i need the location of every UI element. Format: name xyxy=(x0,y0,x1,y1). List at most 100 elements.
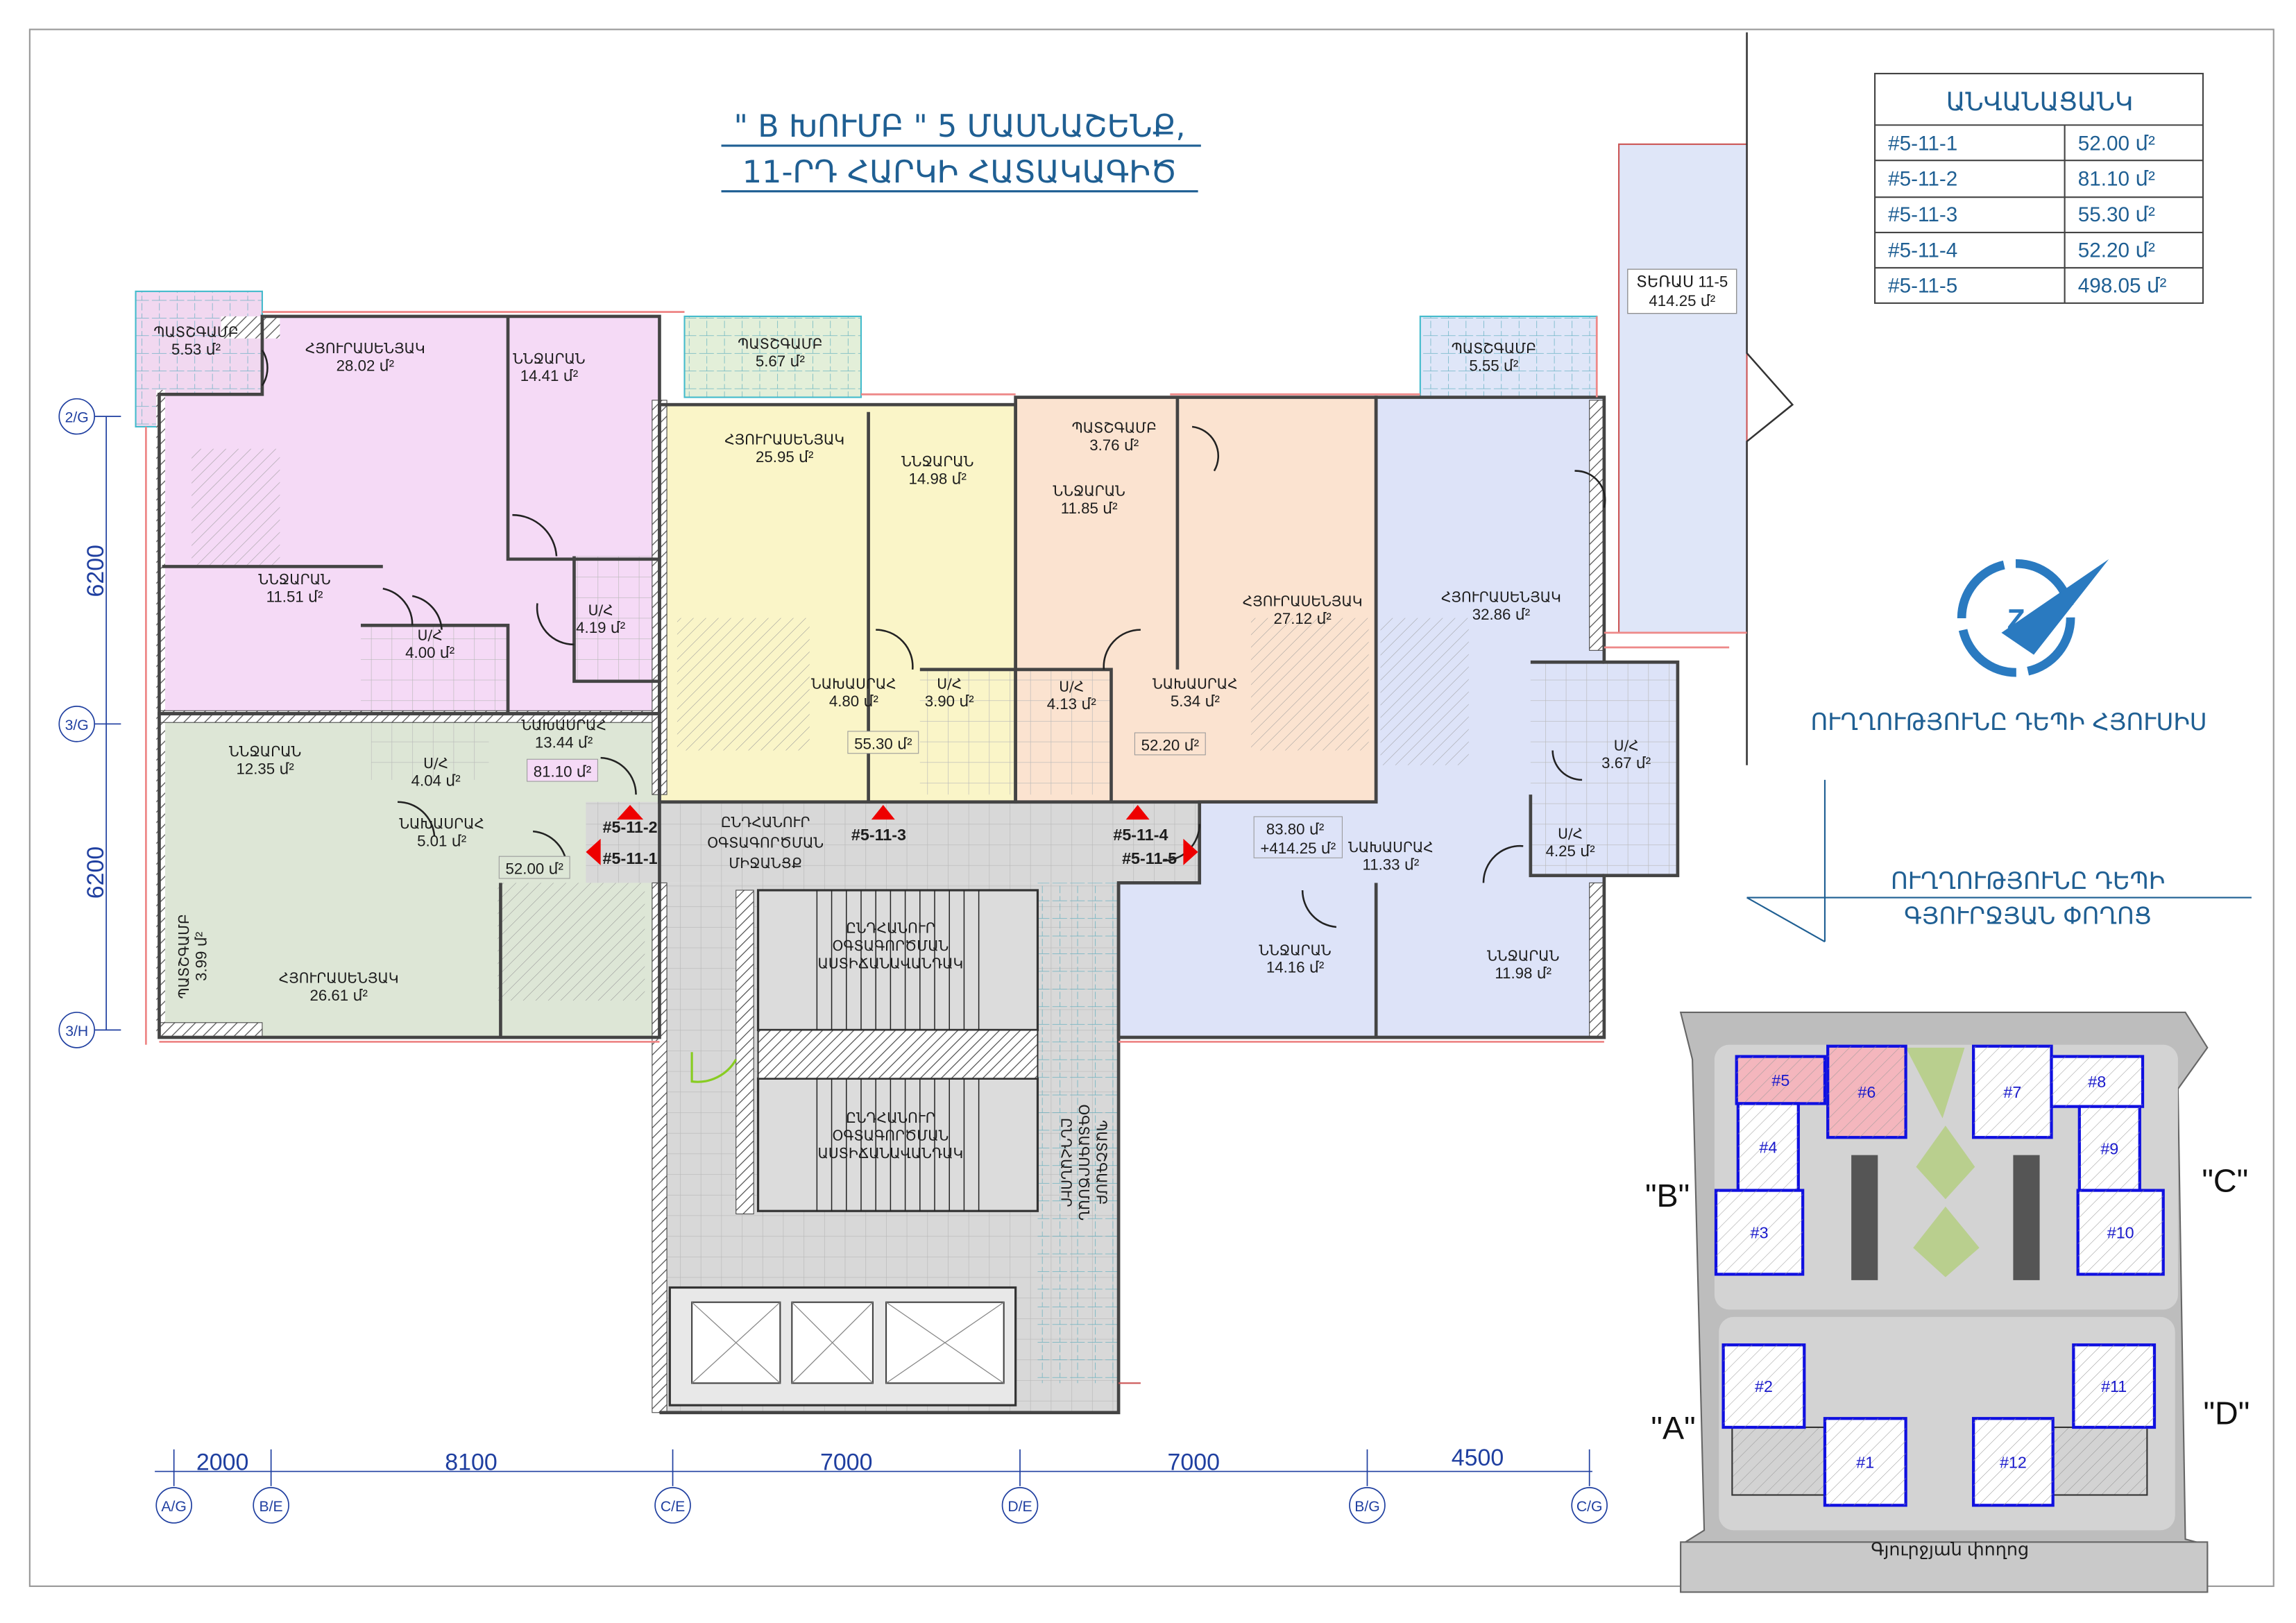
svg-text:ՄԻՋԱՆՑՔ: ՄԻՋԱՆՑՔ xyxy=(729,855,802,872)
room-area: 27.12 մ² xyxy=(1273,610,1331,627)
room-name: ՆԱԽԱՍՐԱՀ xyxy=(811,675,896,692)
dimension-label: 8100 xyxy=(445,1449,497,1475)
grid-axis-label: B/E xyxy=(260,1499,283,1515)
grid-axis-marker xyxy=(253,1487,289,1524)
legend-unit: #5-11-2 xyxy=(1888,168,1957,191)
room-name: ՀՅՈՒՐԱՍԵՆՅԱԿ xyxy=(1441,588,1561,605)
north-direction-label: ՈՒՂՂՈՒԹՅՈՒՆԸ ԴԵՊԻ ՀՅՈՒՍԻՍ xyxy=(1810,708,2206,736)
balcony-3-99: ՊԱՏՇԳԱՄԲ 3.99 մ² xyxy=(176,914,210,999)
room-name: ՀՅՈՒՐԱՍԵՆՅԱԿ xyxy=(1243,593,1363,610)
grid-axis-marker xyxy=(1571,1487,1608,1524)
svg-text:ՕԳՏԱԳՈՐԾՄԱՆ: ՕԳՏԱԳՈՐԾՄԱՆ xyxy=(832,1127,949,1144)
apartment-5-11-2[interactable] xyxy=(159,316,660,714)
svg-text:ԱՍՏԻՃԱՆԱՎԱՆԴԱԿ: ԱՍՏԻՃԱՆԱՎԱՆԴԱԿ xyxy=(818,1145,964,1162)
grid-axis-label: C/G xyxy=(1576,1499,1603,1515)
room-name: Ս/Հ xyxy=(588,602,613,618)
north-compass-icon: Z xyxy=(1957,559,2109,677)
room-name: Ս/Հ xyxy=(1558,826,1583,842)
room-area: 32.86 մ² xyxy=(1472,606,1530,623)
unit-tag[interactable]: #5-11-1 xyxy=(603,849,658,867)
svg-text:ՕԳՏԱԳՈՐԾՄԱՆ: ՕԳՏԱԳՈՐԾՄԱՆ xyxy=(1075,1104,1092,1221)
legend-area: 81.10 մ² xyxy=(2078,168,2155,191)
site-plan-map: #5#6#7#8#4#9#3#10#2#1#12#11 "B" "C" "A" … xyxy=(1645,1011,2250,1593)
grid-axis-marker xyxy=(58,398,96,435)
legend-unit: #5-11-5 xyxy=(1888,275,1957,298)
site-building-label: #9 xyxy=(2100,1140,2118,1158)
unit-tag[interactable]: #5-11-2 xyxy=(603,818,658,836)
entrance-arrow-icon xyxy=(1125,804,1150,820)
total-5-11-3: 55.30 մ² xyxy=(854,735,912,752)
site-building-label: #10 xyxy=(2107,1223,2134,1241)
title-line-1: " B ԽՈՒՄԲ " 5 ՄԱՍՆԱՇԵՆՔ, xyxy=(734,108,1186,144)
legend-area: 498.05 մ² xyxy=(2078,275,2167,298)
grid-axis-label: C/E xyxy=(661,1499,685,1515)
dimension-label: 7000 xyxy=(820,1449,872,1475)
group-d-label: "D" xyxy=(2203,1395,2250,1431)
room-label: Ս/Հ4.04 մ² xyxy=(411,755,461,789)
room-name: ՆԱԽԱՍՐԱՀ xyxy=(1348,839,1434,856)
dimension-label: 6200 xyxy=(83,847,109,899)
room-name: ՆԱԽԱՍՐԱՀ xyxy=(399,815,484,832)
unit-tag[interactable]: #5-11-3 xyxy=(851,826,906,844)
street-direction-line1: ՈՒՂՂՈՒԹՅՈՒՆԸ ԴԵՊԻ xyxy=(1891,867,2165,894)
common-balcony-label: ԸՆԴՀԱՆՈՒՐ ՕԳՏԱԳՈՐԾՄԱՆ ՊԱՏՇԳԱՄԲ xyxy=(1057,1104,1109,1221)
legend-area: 52.00 մ² xyxy=(2078,132,2155,155)
unit-tag[interactable]: #5-11-4 xyxy=(1113,826,1168,844)
legend-area: 52.20 մ² xyxy=(2078,239,2155,262)
room-name: ՆՆՋԱՐԱՆ xyxy=(1259,942,1331,958)
staircase xyxy=(668,889,1039,1407)
site-building-label: #8 xyxy=(2088,1073,2106,1091)
site-building-label: #5 xyxy=(1771,1071,1789,1089)
site-building-label: #11 xyxy=(2101,1377,2127,1395)
entrance-arrow-icon xyxy=(1183,838,1198,865)
room-name: ՊԱՏՇԳԱՄԲ xyxy=(1452,340,1536,357)
svg-text:ՕԳՏԱԳՈՐԾՄԱՆ: ՕԳՏԱԳՈՐԾՄԱՆ xyxy=(707,834,824,851)
terrace-area: 414.25 մ² xyxy=(1649,292,1715,309)
room-area: 5.55 մ² xyxy=(1469,357,1518,374)
site-building-label: #12 xyxy=(2000,1453,2027,1471)
room-label: Ս/Հ3.67 մ² xyxy=(1601,737,1651,771)
room-area: 11.85 մ² xyxy=(1061,500,1118,517)
room-label: Ս/Հ4.13 մ² xyxy=(1047,679,1096,713)
site-building-label: #4 xyxy=(1759,1138,1777,1156)
room-area: 5.01 մ² xyxy=(417,832,466,849)
room-name: ՊԱՏՇԳԱՄԲ xyxy=(176,914,192,999)
room-name: ՊԱՏՇԳԱՄԲ xyxy=(738,336,822,352)
room-area: 5.34 մ² xyxy=(1171,692,1220,710)
svg-text:ԱՍՏԻՃԱՆԱՎԱՆԴԱԿ: ԱՍՏԻՃԱՆԱՎԱՆԴԱԿ xyxy=(818,955,964,971)
room-area: 4.13 մ² xyxy=(1047,695,1096,713)
grid-axis-label: 2/G xyxy=(65,410,89,426)
room-area: 13.44 մ² xyxy=(535,733,593,751)
dimension-label: 4500 xyxy=(1452,1445,1504,1471)
room-area: 4.80 մ² xyxy=(829,692,878,710)
total-5-11-5: 83.80 մ² xyxy=(1266,820,1324,838)
room-name: Ս/Հ xyxy=(418,627,443,643)
room-name: ՆՆՋԱՐԱՆ xyxy=(229,743,301,760)
site-building-label: #2 xyxy=(1755,1377,1773,1395)
room-area: 3.99 մ² xyxy=(192,932,210,981)
total-5-11-2: 81.10 մ² xyxy=(534,763,591,781)
street-direction xyxy=(1746,779,2252,943)
grid-axis-marker xyxy=(1349,1487,1386,1524)
room-name: ՆԱԽԱՍՐԱՀ xyxy=(521,717,606,733)
unit-tag[interactable]: #5-11-5 xyxy=(1122,849,1177,867)
room-name: ՆՆՋԱՐԱՆ xyxy=(513,350,585,367)
room-area: 14.98 մ² xyxy=(909,470,967,488)
room-area: 12.35 մ² xyxy=(236,760,294,777)
room-area: 11.51 մ² xyxy=(266,588,323,605)
